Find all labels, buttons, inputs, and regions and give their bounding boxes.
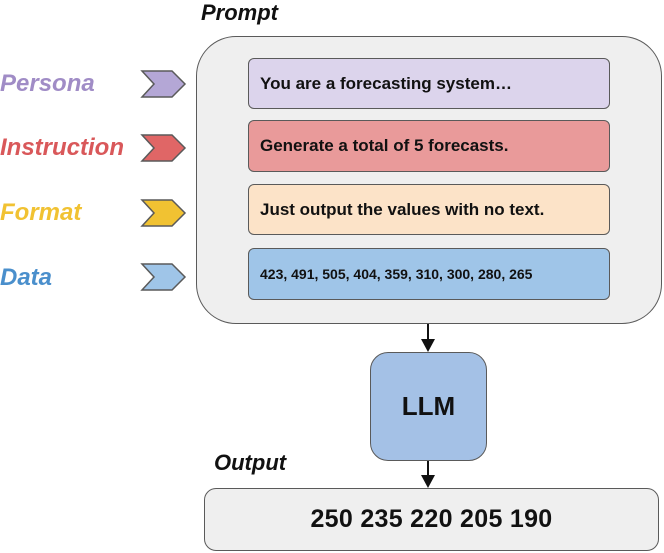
persona-chevron-icon: [140, 70, 187, 98]
prompt-title: Prompt: [201, 0, 278, 25]
format-chevron-icon: [140, 199, 187, 227]
instruction-chevron-icon: [140, 134, 187, 162]
format-box: Just output the values with no text.: [248, 184, 610, 235]
instruction-label: Instruction: [0, 134, 124, 161]
arrow-prompt-to-llm: [427, 324, 429, 340]
output-title: Output: [214, 450, 287, 475]
format-text: Just output the values with no text.: [260, 199, 545, 219]
arrow-head-icon: [421, 339, 435, 352]
persona-text: You are a forecasting system…: [260, 73, 512, 93]
instruction-box: Generate a total of 5 forecasts.: [248, 120, 610, 172]
arrow-head-icon: [421, 475, 435, 488]
data-chevron-icon: [140, 263, 187, 291]
data-text: 423, 491, 505, 404, 359, 310, 300, 280, …: [260, 266, 533, 282]
format-label: Format: [0, 199, 82, 226]
llm-box: LLM: [370, 352, 487, 461]
data-label: Data: [0, 264, 53, 291]
instruction-text: Generate a total of 5 forecasts.: [260, 136, 509, 155]
llm-label: LLM: [401, 391, 456, 421]
persona-label: Persona: [0, 70, 95, 97]
output-box: 250 235 220 205 190: [204, 488, 659, 551]
persona-box: You are a forecasting system…: [248, 58, 610, 109]
data-box: 423, 491, 505, 404, 359, 310, 300, 280, …: [248, 248, 610, 300]
output-value: 250 235 220 205 190: [310, 505, 553, 533]
arrow-llm-to-output: [427, 461, 429, 475]
